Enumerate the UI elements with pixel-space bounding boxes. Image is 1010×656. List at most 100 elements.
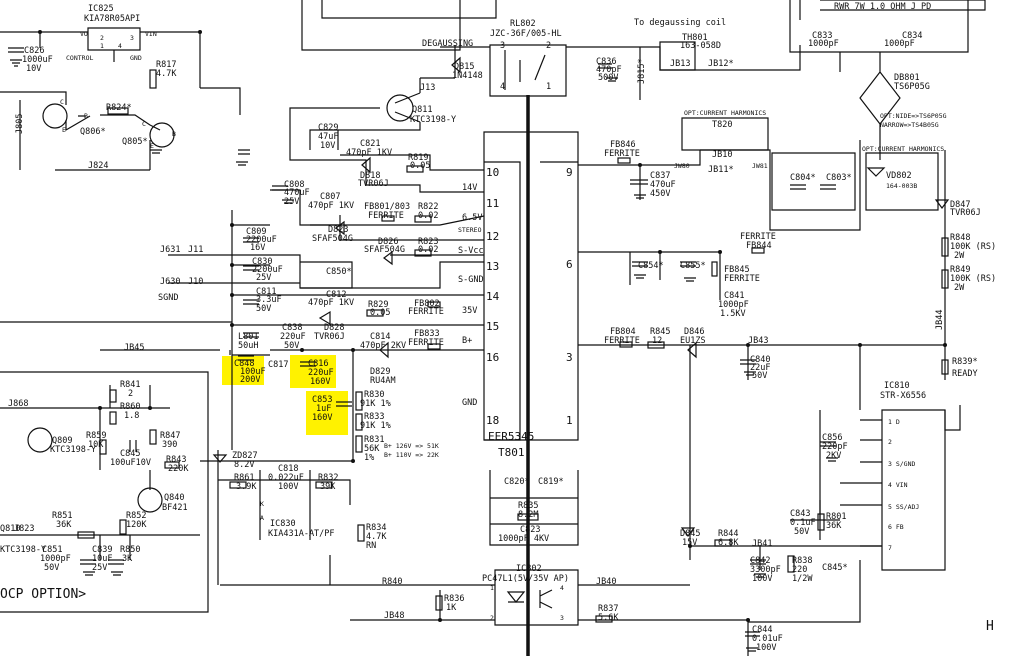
ocp-option: OCP OPTION> bbox=[0, 587, 86, 602]
fb804-part: FERRITE bbox=[604, 336, 640, 346]
c811-v2: 50V bbox=[256, 304, 271, 314]
q810-part: KTC3198-Y bbox=[0, 545, 46, 555]
c826-v1: 1000uF bbox=[22, 55, 53, 65]
t801-part: EER5345 bbox=[488, 430, 534, 443]
th801-ref: TH801 bbox=[682, 33, 708, 43]
c844-v2: 100V bbox=[756, 643, 776, 653]
zd827-ref: ZD827 bbox=[232, 451, 258, 461]
c838-v1: 220uF bbox=[280, 332, 306, 342]
degauss-note: To degaussing coil bbox=[634, 18, 726, 28]
c818-v2: 100V bbox=[278, 482, 298, 492]
j630-ref: J630 bbox=[160, 277, 180, 287]
ic810-p2: 2 bbox=[888, 438, 892, 446]
c816-v1: 220uF bbox=[308, 368, 334, 378]
opt-nide-1: OPT:NIDE=>TS6P05G bbox=[880, 112, 947, 120]
c842-v2: 100V bbox=[752, 574, 772, 584]
c854-ref: C854* bbox=[638, 261, 664, 271]
r849-ref: R849 bbox=[950, 265, 970, 275]
r835-ref: R835 bbox=[518, 501, 538, 511]
c820-ref: C820* bbox=[504, 477, 530, 487]
jb41-ref: JB41 bbox=[752, 539, 772, 549]
fb845-part: FERRITE bbox=[724, 274, 760, 284]
r851-ref: R851 bbox=[52, 511, 72, 521]
c845-v1: 100uF10V bbox=[110, 458, 151, 468]
fb846-part: FERRITE bbox=[604, 149, 640, 159]
net-35v: 35V bbox=[462, 306, 477, 316]
d818-part: TVR06J bbox=[358, 179, 389, 189]
jw80-ref: JW80 bbox=[674, 162, 690, 170]
ic802-ref: IC802 bbox=[516, 564, 542, 574]
c821-v1: 470pF 1KV bbox=[346, 148, 392, 158]
net-6-5v: 6.5V bbox=[462, 213, 482, 223]
r845-ref: R845 bbox=[650, 327, 670, 337]
c837-v1: 470uF bbox=[650, 180, 676, 190]
highlight-c848 bbox=[222, 356, 264, 385]
ic825-pin4: 4 bbox=[118, 42, 122, 50]
r847-ref: R847 bbox=[160, 431, 180, 441]
c812-v1: 470pF 1KV bbox=[308, 298, 354, 308]
ic830-a: A bbox=[260, 514, 264, 522]
c839-v1: 10uF bbox=[92, 554, 112, 564]
d847-ref: D847 bbox=[950, 200, 970, 210]
th801-part: 163-058D bbox=[680, 41, 721, 51]
fb802-part: FERRITE bbox=[408, 307, 444, 317]
l801-ref: L801 bbox=[238, 332, 258, 342]
r834-v2: RN bbox=[366, 541, 376, 551]
c808-ref: C808 bbox=[284, 180, 304, 190]
q811-part: KTC3198-Y bbox=[410, 115, 456, 125]
jw81-ref: JW81 bbox=[752, 162, 768, 170]
q811-ref: Q811 bbox=[412, 105, 432, 115]
rl802-degaussing: DEGAUSSING bbox=[422, 39, 473, 49]
jb11-ref: JB11* bbox=[708, 165, 734, 175]
r844-ref: R844 bbox=[718, 529, 738, 539]
highlight-c853 bbox=[306, 391, 348, 435]
c814-ref: C814 bbox=[370, 332, 390, 342]
stereo-text: STEREO bbox=[458, 226, 482, 234]
jb10-ref: JB10 bbox=[712, 150, 732, 160]
c826-ref: C826 bbox=[24, 46, 44, 56]
c844-v1: 0.01uF bbox=[752, 634, 783, 644]
fb801-ref: FB801/803 bbox=[364, 202, 410, 212]
ic810-p1: 1 D bbox=[888, 418, 900, 426]
q805-symbol bbox=[149, 122, 175, 148]
c841-ref: C841 bbox=[724, 291, 744, 301]
q840-part: BF421 bbox=[162, 503, 188, 513]
jb40-ref: JB40 bbox=[596, 577, 616, 587]
ic825-ref: IC825 bbox=[88, 4, 114, 14]
r829-v1: 0.05 bbox=[370, 308, 390, 318]
c856-v1: 220pF bbox=[822, 442, 848, 452]
r819-v1: 0.05 bbox=[410, 161, 430, 171]
c848-v1: 100uF bbox=[240, 367, 266, 377]
t801-pin-11: 11 bbox=[486, 197, 499, 210]
rl802-pin1: 1 bbox=[546, 82, 551, 92]
b-note-2: B+ 110V => 22K bbox=[384, 451, 439, 459]
ic825-pin3: 3 bbox=[130, 34, 134, 42]
c844-ref: C844 bbox=[752, 625, 772, 635]
vd802-part: 164-003B bbox=[886, 182, 917, 190]
ic830-k: K bbox=[260, 500, 264, 508]
q840-ref: Q840 bbox=[164, 493, 184, 503]
opt-nide-2: NARROW=>TS4B05G bbox=[880, 121, 939, 129]
c812-ref: C812 bbox=[326, 290, 346, 300]
c808-v2: 25V bbox=[284, 197, 299, 207]
d823-ref: D823 bbox=[328, 225, 348, 235]
ic810-p4: 4 VIN bbox=[888, 481, 908, 489]
t801-ref: T801 bbox=[498, 446, 525, 459]
c829-ref: C829 bbox=[318, 123, 338, 133]
c839-ref: C839 bbox=[92, 545, 112, 555]
c845-ref: C845 bbox=[120, 449, 140, 459]
ic825-control: CONTROL bbox=[66, 54, 93, 62]
r852-ref: R852 bbox=[126, 511, 146, 521]
d826-ref: D826 bbox=[378, 237, 398, 247]
j13-ref: J13 bbox=[420, 83, 435, 93]
relay-coil bbox=[504, 50, 546, 90]
jb13-ref: JB13 bbox=[670, 59, 690, 69]
fb804-ref: FB804 bbox=[610, 327, 636, 337]
j10-ref: J10 bbox=[188, 277, 203, 287]
r831-v1: 56K bbox=[364, 444, 380, 454]
r841-ref: R841 bbox=[120, 380, 140, 390]
q806-e: E bbox=[62, 126, 66, 134]
ic810-part: STR-X6556 bbox=[880, 391, 926, 401]
r838-ref: R838 bbox=[792, 556, 812, 566]
r822-v1: 0.02 bbox=[418, 211, 438, 221]
